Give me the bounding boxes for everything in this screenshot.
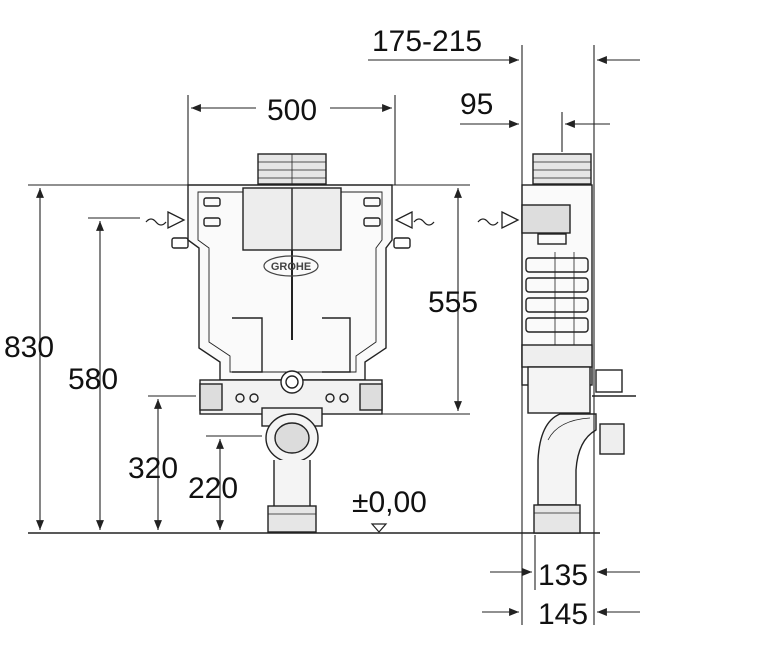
dim-145: 145	[538, 598, 588, 631]
logo-text: GROHE	[271, 261, 311, 273]
front-view	[171, 153, 411, 533]
dim-175-215: 175-215	[372, 25, 482, 58]
dim-135: 135	[538, 559, 588, 592]
dim-555: 555	[428, 286, 478, 319]
side-view	[521, 153, 636, 534]
dim-95: 95	[460, 88, 493, 121]
water-inlet-arrow-icon	[394, 210, 435, 230]
water-inlet-arrow-icon	[477, 210, 520, 230]
dim-320: 320	[128, 452, 178, 485]
floor-level-label: ±0,00	[352, 486, 427, 519]
grohe-logo: GROHE	[263, 255, 319, 277]
dim-580: 580	[68, 363, 118, 396]
dimension-lines	[28, 45, 640, 625]
dim-220: 220	[188, 472, 238, 505]
dim-830: 830	[4, 331, 54, 364]
floor-marker-icon	[370, 523, 388, 533]
water-inlet-arrow-icon	[145, 210, 186, 230]
dim-500: 500	[267, 94, 317, 127]
